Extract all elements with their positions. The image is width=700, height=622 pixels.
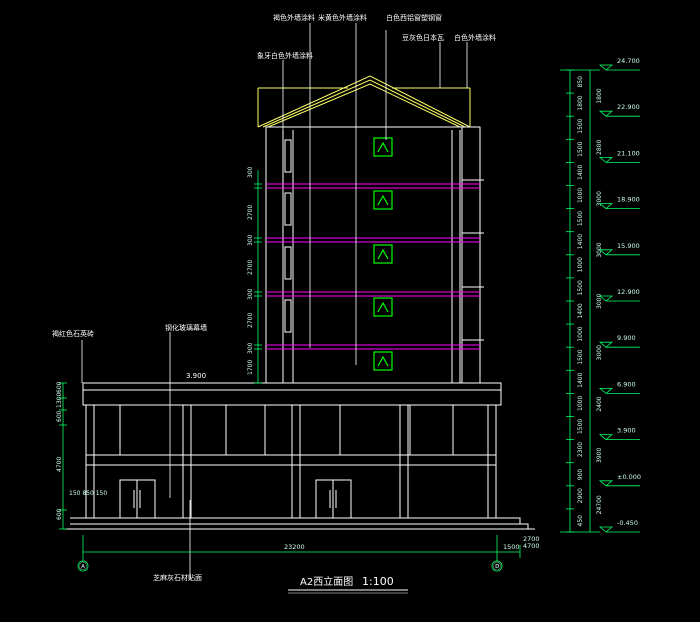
right-outer-dim-label: 3900 bbox=[596, 448, 603, 463]
podium bbox=[65, 382, 535, 530]
right-dim-label: 1500 bbox=[577, 211, 584, 226]
elevation-label: 6.900 bbox=[617, 380, 636, 388]
right-dim-label: 1000 bbox=[577, 395, 584, 410]
right-dim-label: 900 bbox=[577, 469, 584, 481]
axis-d: Ⓓ bbox=[493, 562, 501, 571]
title-scale: 1:100 bbox=[362, 575, 394, 588]
elevation-label: 3.900 bbox=[617, 427, 636, 435]
note-grey-tile: 豆灰色日本瓦 bbox=[402, 33, 444, 42]
right-outer-dim-label: 1800 bbox=[596, 88, 603, 103]
note-red-brick: 褐红色石英砖 bbox=[52, 329, 94, 338]
elevation-symbol bbox=[598, 295, 640, 302]
right-dim-label: 1500 bbox=[577, 141, 584, 156]
elevation-symbol bbox=[598, 480, 640, 487]
right-outer-dim-label: 3000 bbox=[596, 191, 603, 206]
elevation-symbol bbox=[598, 110, 640, 117]
elevation-label: 12.900 bbox=[617, 288, 640, 296]
svg-text:300: 300 bbox=[247, 234, 254, 246]
title-text: A2西立面图 bbox=[300, 575, 353, 588]
svg-text:2700: 2700 bbox=[247, 313, 254, 328]
right-dim-label: 1400 bbox=[577, 164, 584, 179]
svg-text:600: 600 bbox=[56, 410, 63, 422]
elevation-symbol bbox=[598, 341, 640, 348]
note-ivory-paint: 象牙白色外墙涂料 bbox=[257, 51, 313, 60]
right-dim-label: 1000 bbox=[577, 326, 584, 341]
right-outer-dim-label: 3000 bbox=[596, 294, 603, 309]
elevation-label: ±0.000 bbox=[617, 473, 641, 481]
svg-text:2700: 2700 bbox=[247, 205, 254, 220]
right-dim-label: 1500 bbox=[577, 349, 584, 364]
right-dim-label: 1500 bbox=[577, 419, 584, 434]
right-dimension-labels: 850 1800 1500 1500 1400 1000 1500 1400 1000 1500 1… bbox=[577, 76, 603, 527]
elevation-symbol bbox=[598, 526, 640, 533]
note-white-paint: 白色外墙涂料 bbox=[454, 33, 496, 42]
roof bbox=[257, 75, 471, 128]
right-outer-dim-label: 24700 bbox=[596, 495, 603, 514]
annotation-labels: 褐色外墙涂料 米黄色外墙涂料 白色西铝窗塑钢窗 豆灰色日本瓦 白色外墙涂料 象牙… bbox=[52, 13, 496, 582]
elevation-symbol bbox=[598, 434, 640, 441]
right-dim-label: 1000 bbox=[577, 188, 584, 203]
note-glass-curtain: 钢化玻璃幕墙 bbox=[165, 323, 207, 332]
svg-text:300: 300 bbox=[247, 288, 254, 300]
svg-text:2700: 2700 bbox=[247, 260, 254, 275]
floor-bands bbox=[266, 183, 480, 350]
right-outer-dim-label: 2400 bbox=[596, 396, 603, 411]
elevation-marks: 24.700 22.900 21.100 18.900 15.900 12.900 9.90… bbox=[598, 57, 641, 533]
overall-width: 23200 bbox=[284, 543, 305, 551]
podium-level-mark: 3.900 bbox=[186, 372, 206, 380]
elevation-symbol bbox=[598, 249, 640, 256]
right-dim-label: 1400 bbox=[577, 303, 584, 318]
right-dim-label: 1000 bbox=[577, 257, 584, 272]
axis-a: Ⓐ bbox=[79, 562, 87, 571]
svg-text:4700: 4700 bbox=[523, 542, 540, 550]
right-dim-label: 2900 bbox=[577, 488, 584, 503]
elevation-label: 24.700 bbox=[617, 57, 640, 65]
note-brown-paint: 褐色外墙涂料 bbox=[273, 13, 315, 22]
right-outer-dim-label: 2800 bbox=[596, 140, 603, 155]
elevation-label: 22.900 bbox=[617, 103, 640, 111]
right-dim-label: 1500 bbox=[577, 280, 584, 295]
elevation-label: 9.900 bbox=[617, 334, 636, 342]
elevation-symbol bbox=[598, 387, 640, 394]
right-dim-label: 1400 bbox=[577, 372, 584, 387]
left-dimension-labels: 300 2700 300 2700 300 2700 300 1700 600 … bbox=[56, 166, 254, 520]
elevation-label: 15.900 bbox=[617, 242, 640, 250]
svg-text:300: 300 bbox=[247, 342, 254, 354]
svg-text:600: 600 bbox=[56, 508, 63, 520]
pier-dimension: 150 850 150 bbox=[69, 490, 107, 497]
svg-text:1700: 1700 bbox=[247, 360, 254, 375]
drawing-title: A2西立面图 1:100 bbox=[288, 575, 408, 594]
note-granite: 芝麻灰石材贴面 bbox=[153, 573, 202, 582]
right-dimension-ticks bbox=[566, 69, 574, 533]
bottom-dimensions bbox=[77, 535, 521, 572]
elevation-symbol bbox=[598, 64, 640, 71]
svg-text:600: 600 bbox=[56, 381, 63, 393]
right-dim-label: 1500 bbox=[577, 118, 584, 133]
elevation-symbol bbox=[598, 203, 640, 210]
leader-lines bbox=[81, 23, 468, 580]
right-offset: 1500 bbox=[503, 543, 520, 551]
left-dimensions bbox=[59, 170, 262, 530]
right-dim-label: 1400 bbox=[577, 234, 584, 249]
elevation-label: 21.100 bbox=[617, 149, 640, 157]
tower-windows bbox=[373, 137, 393, 371]
right-dim-label: 450 bbox=[577, 515, 584, 527]
right-outer-dim-label: 3000 bbox=[596, 242, 603, 257]
note-beige-paint: 米黄色外墙涂料 bbox=[318, 13, 367, 22]
bottom-dimension-labels: 23200 1500 2700 4700 Ⓐ Ⓓ bbox=[79, 535, 540, 571]
right-dim-label: 2300 bbox=[577, 442, 584, 457]
elevation-label: 18.900 bbox=[617, 196, 640, 204]
elevation-symbol bbox=[598, 156, 640, 163]
elevation-label: -0.450 bbox=[617, 519, 638, 527]
svg-text:1300: 1300 bbox=[56, 393, 63, 408]
svg-text:300: 300 bbox=[247, 166, 254, 178]
right-outer-dim-label: 3000 bbox=[596, 345, 603, 360]
right-dim-label: 850 bbox=[577, 76, 584, 88]
note-white-window: 白色西铝窗塑钢窗 bbox=[386, 13, 442, 22]
svg-text:4700: 4700 bbox=[56, 457, 63, 472]
svg-text:2700: 2700 bbox=[523, 535, 540, 543]
right-dim-label: 1800 bbox=[577, 95, 584, 110]
